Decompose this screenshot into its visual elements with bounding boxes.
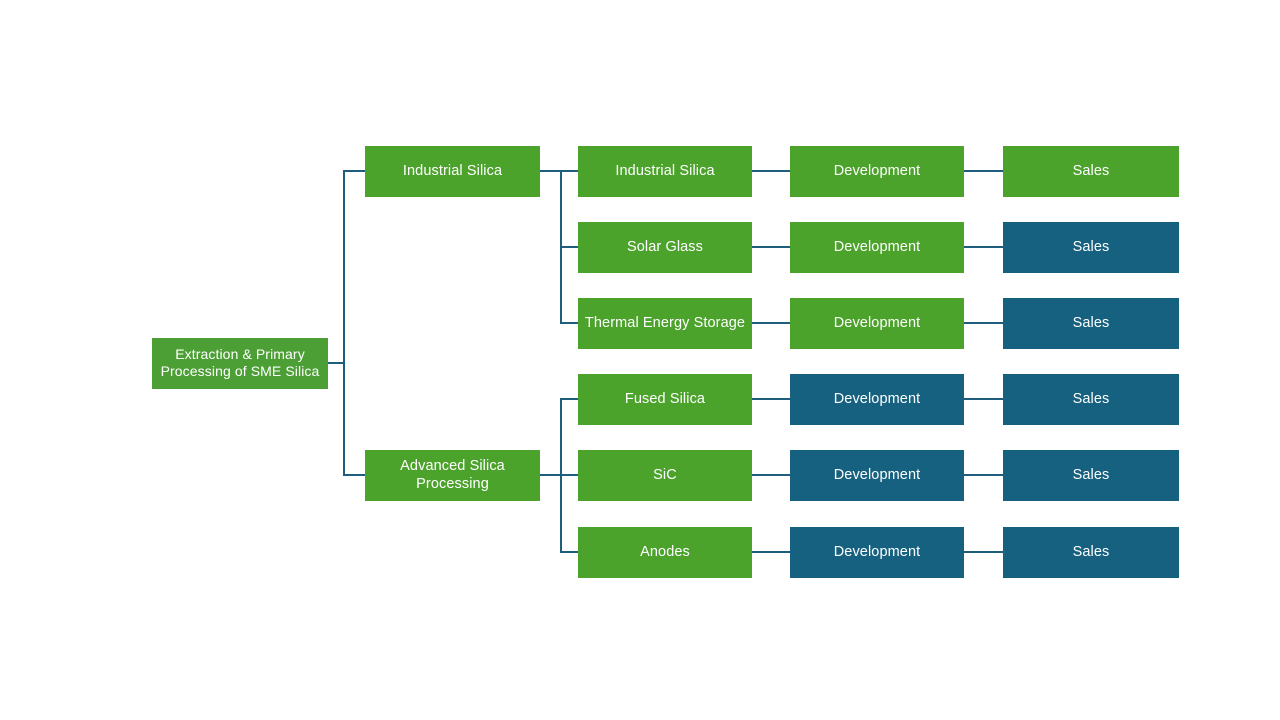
branch-node-1[interactable]: Advanced Silica Processing <box>365 449 540 501</box>
development-node-1-0[interactable]: Development <box>790 373 964 425</box>
connector-leaf-to-development-0-0 <box>752 170 790 172</box>
connector-fork-to-leaf-1-1 <box>560 474 578 476</box>
connector-fork-to-leaf-1-2 <box>560 551 578 553</box>
sales-node-1-2[interactable]: Sales <box>1003 526 1179 578</box>
branch-node-0[interactable]: Industrial Silica <box>365 145 540 197</box>
development-node-1-2[interactable]: Development <box>790 526 964 578</box>
connector-branch-stub-1 <box>540 474 562 476</box>
connector-fork-to-leaf-0-0 <box>560 170 578 172</box>
connector-fork-to-leaf-0-2 <box>560 322 578 324</box>
connector-trunk-to-branch-1 <box>343 474 365 476</box>
connector-trunk-vertical <box>343 170 345 476</box>
connector-fork-to-leaf-0-1 <box>560 246 578 248</box>
connector-leaf-to-development-1-0 <box>752 398 790 400</box>
connector-root-stub <box>328 362 345 364</box>
connector-development-to-sales-1-0 <box>964 398 1003 400</box>
connector-leaf-to-development-1-1 <box>752 474 790 476</box>
development-node-1-1[interactable]: Development <box>790 449 964 501</box>
leaf-node-0-0[interactable]: Industrial Silica <box>578 145 752 197</box>
sales-node-1-0[interactable]: Sales <box>1003 373 1179 425</box>
leaf-node-1-1[interactable]: SiC <box>578 449 752 501</box>
development-node-0-1[interactable]: Development <box>790 221 964 273</box>
connector-development-to-sales-1-1 <box>964 474 1003 476</box>
sales-node-0-1[interactable]: Sales <box>1003 221 1179 273</box>
connector-fork-to-leaf-1-0 <box>560 398 578 400</box>
connector-development-to-sales-0-0 <box>964 170 1003 172</box>
leaf-node-0-2[interactable]: Thermal Energy Storage <box>578 297 752 349</box>
connector-leaf-to-development-0-1 <box>752 246 790 248</box>
connector-leaf-to-development-1-2 <box>752 551 790 553</box>
development-node-0-0[interactable]: Development <box>790 145 964 197</box>
connector-leaf-to-development-0-2 <box>752 322 790 324</box>
leaf-node-1-2[interactable]: Anodes <box>578 526 752 578</box>
connector-branch-stub-0 <box>540 170 562 172</box>
sales-node-1-1[interactable]: Sales <box>1003 449 1179 501</box>
leaf-node-1-0[interactable]: Fused Silica <box>578 373 752 425</box>
root-node[interactable]: Extraction & Primary Processing of SME S… <box>152 337 328 389</box>
sales-node-0-2[interactable]: Sales <box>1003 297 1179 349</box>
development-node-0-2[interactable]: Development <box>790 297 964 349</box>
connector-trunk-to-branch-0 <box>343 170 365 172</box>
connector-development-to-sales-0-2 <box>964 322 1003 324</box>
connector-development-to-sales-1-2 <box>964 551 1003 553</box>
sales-node-0-0[interactable]: Sales <box>1003 145 1179 197</box>
connector-development-to-sales-0-1 <box>964 246 1003 248</box>
leaf-node-0-1[interactable]: Solar Glass <box>578 221 752 273</box>
